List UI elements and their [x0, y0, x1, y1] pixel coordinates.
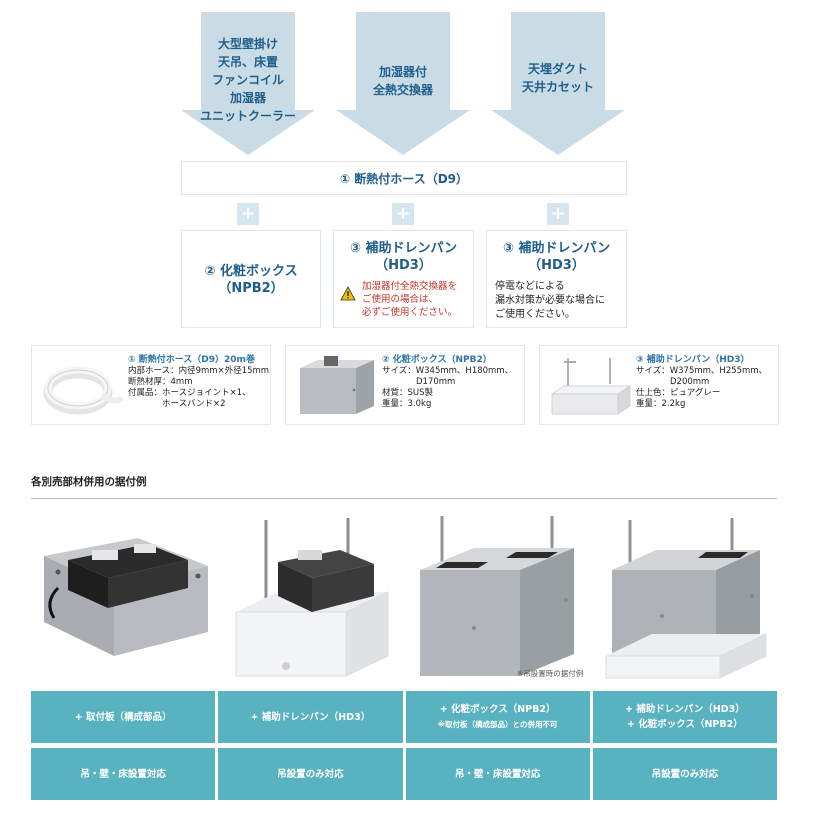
compatibility-row-components: + 取付板（構成部品） + 補助ドレンパン（HD3） + 化粧ボックス（NPB2…	[31, 691, 777, 743]
table-cell: + 補助ドレンパン（HD3） + 化粧ボックス（NPB2）	[592, 691, 777, 743]
cell-label: 吊設置のみ対応	[651, 768, 719, 780]
cell-label: 吊・壁・床設置対応	[454, 768, 541, 780]
hose-label: ① 断熱付ホース（D9）	[339, 171, 469, 186]
pump-drain-pan-image	[235, 518, 389, 677]
product-title: ① 断熱付ホース（D9）20m巻	[128, 355, 255, 365]
steel-box-installed-image	[420, 516, 574, 676]
cell-sub-note: ※取付板（構成部品）との併用不可	[437, 720, 558, 729]
option-title: ② 化粧ボックス （NPB2）	[204, 264, 298, 296]
option-cosmetic-box: ② 化粧ボックス （NPB2）	[181, 230, 321, 328]
section-divider	[31, 498, 777, 499]
down-arrow-shape	[336, 12, 470, 155]
photo-mounting-plate	[38, 516, 214, 686]
cell-label: + 補助ドレンパン（HD3）	[250, 711, 371, 723]
hose-coil-image	[43, 366, 125, 415]
section-title: 各別売部材併用の据付例	[31, 476, 147, 488]
table-cell: + 化粧ボックス（NPB2） ※取付板（構成部品）との併用不可	[405, 691, 590, 743]
cell-label: 吊・壁・床設置対応	[80, 768, 166, 780]
arrow-duct-cassette: 天埋ダクト 天井カセット	[491, 12, 625, 155]
option-title: ③ 補助ドレンパン （HD3）	[349, 241, 458, 273]
product-spec: 内部ホース：内径9mm×外径15mm 断熱材厚：4mm 付属品：ホースジョイント…	[128, 366, 270, 409]
drain-pan-image	[550, 358, 632, 415]
plus-icon: +	[547, 203, 569, 225]
photo-note: ※吊設置時の据付例	[517, 669, 584, 678]
warning-icon	[340, 286, 356, 301]
steel-box-on-pan-image	[605, 518, 767, 679]
product-spec: サイズ：W345mm、H180mm、 D170mm 材質：SUS製 重量：3.0…	[382, 366, 514, 409]
cell-label: + 取付板（構成部品）	[74, 711, 172, 723]
arrow-label: 天埋ダクト 天井カセット	[521, 62, 594, 94]
product-title: ③ 補助ドレンパン（HD3）	[636, 355, 750, 365]
steel-box-image	[300, 356, 374, 414]
option-drain-pan-warning: ③ 補助ドレンパン （HD3） 加湿器付全熱交換器を ご使用の場合は、 必ずご使…	[333, 230, 474, 328]
arrow-wall-ceiling-floor: 大型壁掛け 天吊、床置 ファンコイル 加湿器 ユニットクーラー	[181, 12, 315, 155]
table-cell: 吊・壁・床設置対応	[405, 748, 590, 800]
photo-drain-pan-cosmetic-box	[602, 516, 778, 686]
product-card-hose: ① 断熱付ホース（D9）20m巻 内部ホース：内径9mm×外径15mm 断熱材厚…	[31, 345, 271, 425]
cell-label: + 補助ドレンパン（HD3） + 化粧ボックス（NPB2）	[625, 704, 745, 730]
table-cell: 吊・壁・床設置対応	[31, 748, 216, 800]
option-drain-pan: ③ 補助ドレンパン （HD3） 停電などによる 漏水対策が必要な場合に ご使用く…	[486, 230, 627, 328]
arrow-humidifier-heat-exchanger: 加湿器付 全熱交換器	[336, 12, 470, 155]
warning-text: 加湿器付全熱交換器を ご使用の場合は、 必ずご使用ください。	[362, 281, 458, 318]
product-title: ② 化粧ボックス（NPB2）	[382, 355, 492, 365]
arrow-label: 大型壁掛け 天吊、床置 ファンコイル 加湿器 ユニットクーラー	[199, 37, 296, 123]
arrow-label: 加湿器付 全熱交換器	[372, 65, 433, 97]
product-spec: サイズ：W375mm、H255mm、 D200mm 仕上色：ピュアグレー 重量：…	[636, 366, 768, 409]
cell-label: + 化粧ボックス（NPB2）	[439, 704, 556, 715]
table-cell: + 補助ドレンパン（HD3）	[218, 691, 403, 743]
option-title: ③ 補助ドレンパン （HD3）	[502, 241, 611, 273]
table-cell: 吊設置のみ対応	[592, 748, 777, 800]
product-card-drain-pan: ③ 補助ドレンパン（HD3） サイズ：W375mm、H255mm、 D200mm…	[539, 345, 779, 425]
table-cell: + 取付板（構成部品）	[31, 691, 216, 743]
product-card-cosmetic-box: ② 化粧ボックス（NPB2） サイズ：W345mm、H180mm、 D170mm…	[285, 345, 525, 425]
photo-cosmetic-box	[414, 516, 584, 686]
plus-icon: +	[392, 203, 414, 225]
option-description: 停電などによる 漏水対策が必要な場合に ご使用ください。	[495, 281, 605, 320]
hose-bar: ① 断熱付ホース（D9）	[181, 161, 627, 195]
pump-mounting-plate-image	[44, 538, 208, 656]
table-cell: 吊設置のみ対応	[218, 748, 403, 800]
photo-drain-pan	[228, 516, 400, 686]
down-arrow-shape	[181, 12, 315, 155]
down-arrow-shape	[491, 12, 625, 155]
cell-label: 吊設置のみ対応	[277, 768, 344, 780]
plus-icon: +	[237, 203, 259, 225]
compatibility-row-install-type: 吊・壁・床設置対応 吊設置のみ対応 吊・壁・床設置対応 吊設置のみ対応	[31, 748, 777, 800]
